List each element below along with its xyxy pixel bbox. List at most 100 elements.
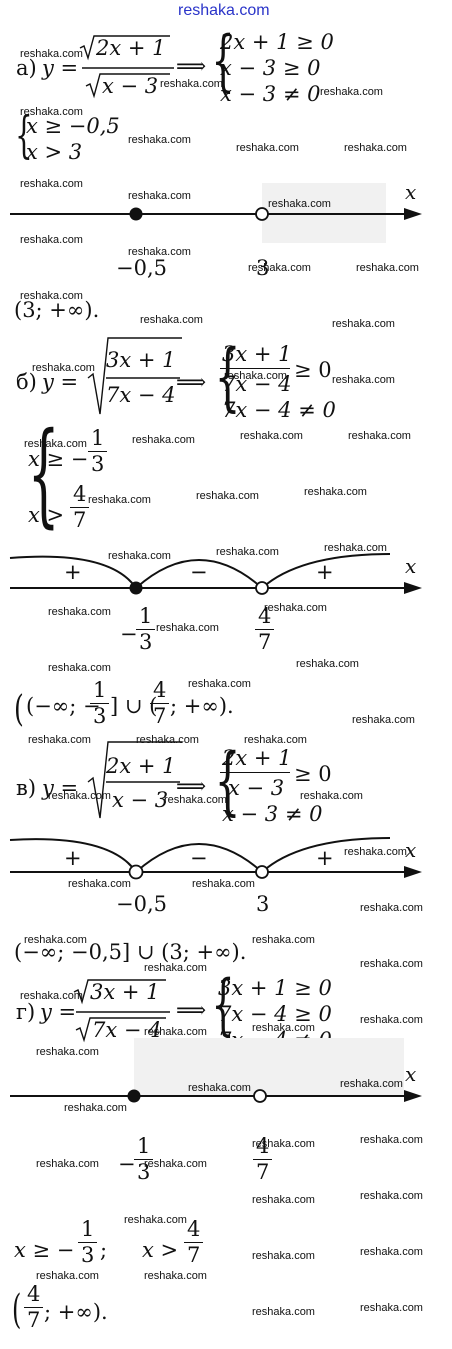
watermark: reshaka.com <box>144 1026 207 1038</box>
watermark: reshaka.com <box>360 902 423 914</box>
part-d-sys-1: 3x + 1 ≥ 0 <box>218 976 332 1000</box>
part-a-point-1: −0,5 <box>116 256 167 280</box>
part-d-ans-frac-num: 4 <box>24 1284 44 1308</box>
watermark: reshaka.com <box>144 1158 207 1170</box>
part-a-result-brace: { <box>15 106 33 164</box>
watermark: reshaka.com <box>196 490 259 502</box>
part-c-sys-den: x − 3 <box>228 776 285 800</box>
watermark: reshaka.com <box>140 314 203 326</box>
watermark: reshaka.com <box>20 106 83 118</box>
watermark: reshaka.com <box>144 1270 207 1282</box>
watermark: reshaka.com <box>160 78 223 90</box>
watermark: reshaka.com <box>156 622 219 634</box>
watermark: reshaka.com <box>68 878 131 890</box>
part-d-number-line <box>10 1089 422 1103</box>
watermark: reshaka.com <box>252 1306 315 1318</box>
part-b-sign-2: − <box>190 560 208 584</box>
part-b-sign-1: + <box>64 560 82 584</box>
part-a-axis-label: x <box>405 180 417 204</box>
watermark: reshaka.com <box>48 606 111 618</box>
part-b-y: y = <box>42 370 79 394</box>
watermark: reshaka.com <box>240 430 303 442</box>
part-b-res-1-den: 3 <box>91 452 105 476</box>
watermark: reshaka.com <box>332 318 395 330</box>
part-d-sys-2: 7x − 4 ≥ 0 <box>218 1002 332 1026</box>
part-c-y: y = <box>42 776 79 800</box>
part-c-sign-3: + <box>316 846 334 870</box>
part-c-denominator: x − 3 <box>112 788 169 812</box>
part-a-numerator: 2x + 1 <box>96 36 166 60</box>
part-d-implies: ⟹ <box>176 998 207 1022</box>
watermark: reshaka.com <box>352 714 415 726</box>
part-d-ans-end: ; +∞). <box>44 1300 108 1324</box>
watermark: reshaka.com <box>20 48 83 60</box>
watermark: reshaka.com <box>128 134 191 146</box>
part-d-p1-den: 3 <box>137 1160 151 1184</box>
watermark: reshaka.com <box>344 846 407 858</box>
watermark: reshaka.com <box>32 362 95 374</box>
part-b-p1-frac: 1 3 <box>136 606 156 653</box>
site-title[interactable]: reshaka.com <box>178 2 270 19</box>
watermark: reshaka.com <box>28 734 91 746</box>
part-b-ans-end: ; +∞). <box>170 694 234 718</box>
watermark: reshaka.com <box>216 546 279 558</box>
part-b-p2-num: 4 <box>255 606 275 630</box>
watermark: reshaka.com <box>264 602 327 614</box>
watermark: reshaka.com <box>244 734 307 746</box>
part-c-system-brace: { <box>214 738 241 824</box>
part-d-res-1-den: 3 <box>81 1243 95 1267</box>
part-a-sys-3: x − 3 ≠ 0 <box>220 82 321 106</box>
watermark: reshaka.com <box>36 1158 99 1170</box>
part-a-radicals <box>79 35 174 99</box>
part-d-ans-frac-den: 7 <box>27 1308 41 1332</box>
part-d-res-2-num: 4 <box>184 1219 204 1243</box>
part-d-res-2-den: 7 <box>187 1243 201 1267</box>
part-c-axis-label: x <box>405 838 417 862</box>
part-b-res-2-frac: 4 7 <box>70 484 90 531</box>
part-b-label: б) <box>16 370 37 394</box>
watermark: reshaka.com <box>108 550 171 562</box>
watermark: reshaka.com <box>20 178 83 190</box>
watermark: reshaka.com <box>332 374 395 386</box>
part-a-point-2: 3 <box>256 256 270 280</box>
watermark: reshaka.com <box>320 86 383 98</box>
part-c-point-1: −0,5 <box>116 892 167 916</box>
part-b-ans-open: (−∞; − <box>26 694 101 718</box>
part-a-y: y = <box>42 56 79 80</box>
watermark: reshaka.com <box>360 1246 423 1258</box>
part-b-ans-frac-2-den: 7 <box>153 704 167 728</box>
part-c-implies: ⟹ <box>176 774 207 798</box>
part-b-ans-frac-1-num: 1 <box>90 680 110 704</box>
part-d-numerator: 3x + 1 <box>90 980 160 1004</box>
part-d-res-2-frac: 4 7 <box>184 1219 204 1267</box>
part-d-p2-frac: 4 7 <box>253 1136 273 1184</box>
part-d-system-brace: { <box>211 966 235 1043</box>
part-b-ans-frac-2: 4 7 <box>150 680 170 728</box>
part-b-p2-den: 7 <box>258 630 272 654</box>
part-b-implies: ⟹ <box>176 370 207 394</box>
part-b-ans-mid: ] ∪ ( <box>110 694 158 718</box>
part-b-res-1-num: 1 <box>88 428 108 452</box>
watermark: reshaka.com <box>300 790 363 802</box>
part-c-sys-bar <box>220 772 290 773</box>
watermark: reshaka.com <box>252 934 315 946</box>
part-d-p2-den: 7 <box>256 1160 270 1184</box>
part-b-p2-frac: 4 7 <box>255 606 275 654</box>
part-d-p1-frac: 1 3 <box>134 1136 154 1184</box>
watermark: reshaka.com <box>268 198 331 210</box>
part-d-solution-shade <box>134 1038 404 1096</box>
part-b-radical <box>87 337 182 415</box>
part-d-p1-minus: − <box>118 1152 136 1176</box>
watermark: reshaka.com <box>128 190 191 202</box>
watermark: reshaka.com <box>192 878 255 890</box>
part-a-system-brace: { <box>211 22 235 99</box>
part-b-ans-frac-1: 1 3 <box>90 680 110 727</box>
watermark: reshaka.com <box>360 1014 423 1026</box>
part-c-sys-num: 2x + 1 <box>222 746 292 770</box>
part-c-label: в) <box>16 776 37 800</box>
part-a-res-1: x ≥ −0,5 <box>26 114 120 138</box>
watermark: reshaka.com <box>252 1194 315 1206</box>
part-d-res-1: x ≥ − <box>14 1238 75 1262</box>
part-b-p1-minus: − <box>120 622 138 646</box>
part-b-denominator: 7x − 4 <box>106 383 176 407</box>
